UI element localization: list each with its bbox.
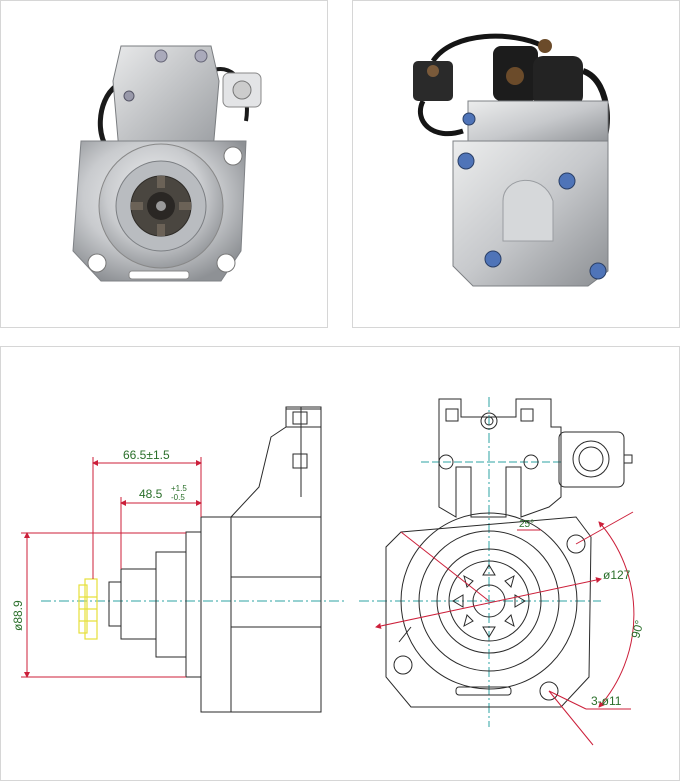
dim-holes: 3-ø11 [591,694,622,708]
dim-angle: 90° [628,618,646,639]
dim-small-angle: 25° [519,519,534,530]
dim-length-flange: 48.5 [139,487,163,501]
side-dimensions [21,457,202,678]
front-dimensions [375,511,635,746]
technical-drawing: 66.5±1.5 48.5 +1.5 -0.5 ø88.9 [11,397,647,746]
technical-drawing-panel: 66.5±1.5 48.5 +1.5 -0.5 ø88.9 [0,346,680,781]
side-view [41,406,346,713]
dim-tol-upper: +1.5 [171,484,187,493]
pinion-gear [78,578,98,640]
dim-pilot-dia: ø88.9 [11,600,25,631]
front-photo-panel [0,0,328,328]
dim-tol-lower: -0.5 [171,493,185,502]
front-view [359,397,633,727]
dim-length-overall: 66.5±1.5 [123,448,170,462]
rear-photo-panel [352,0,680,328]
starter-front-photo [72,45,262,282]
starter-rear-photo [413,33,610,287]
dim-bolt-circle: ø127 [603,568,631,582]
